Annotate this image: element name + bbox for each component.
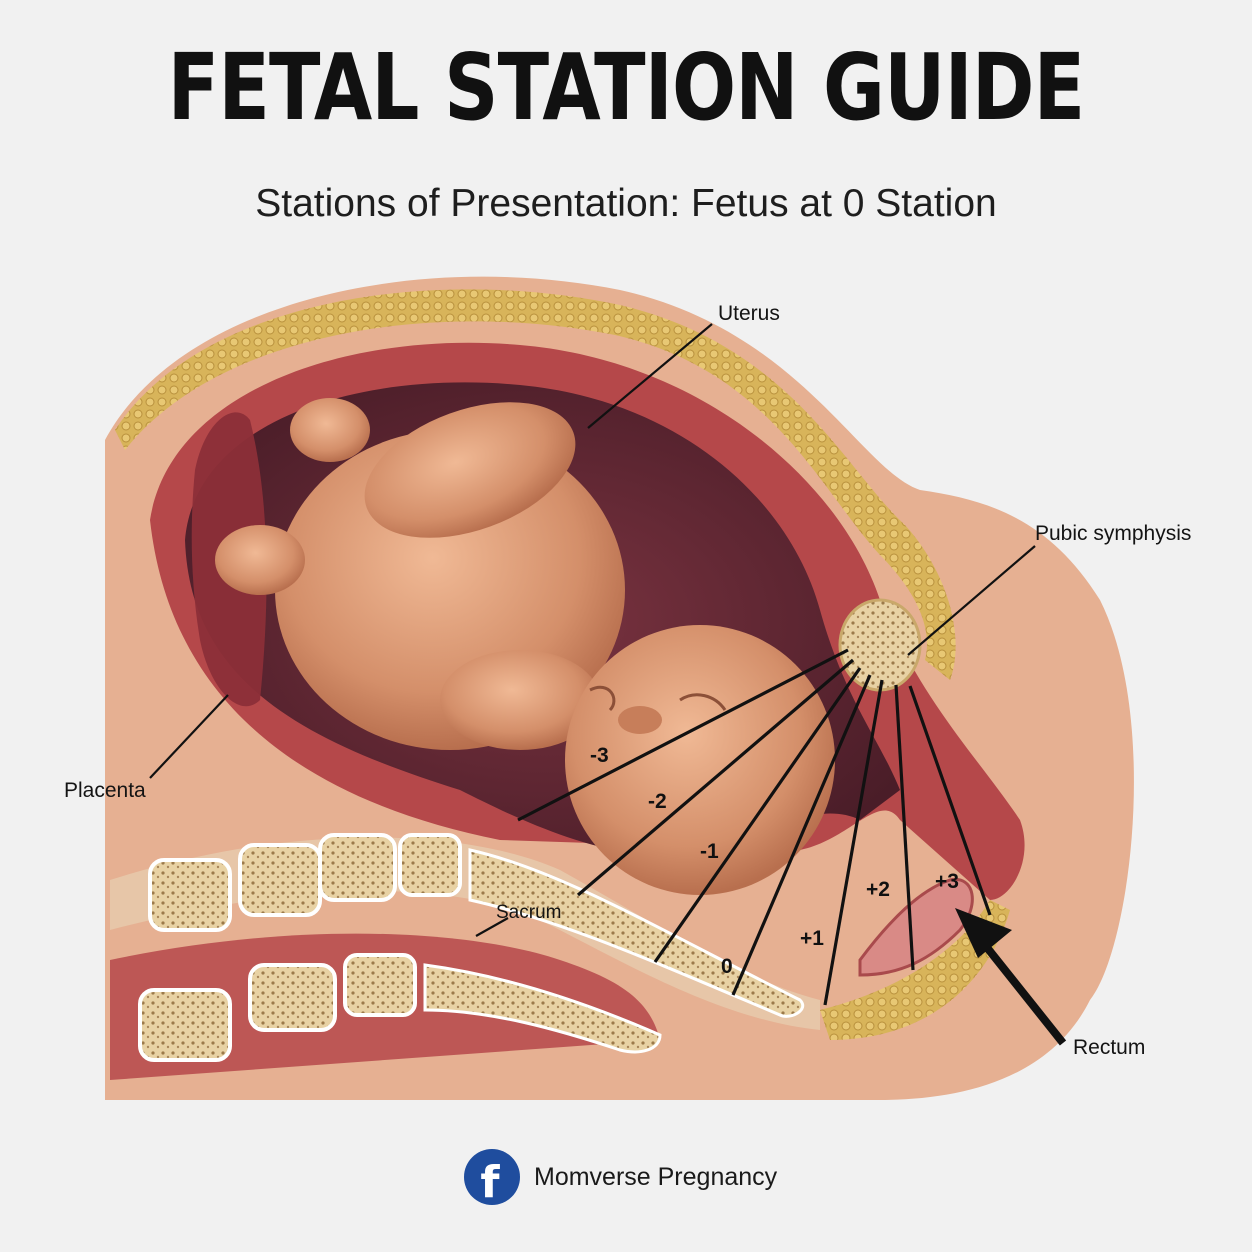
label-placenta: Placenta [64, 779, 146, 802]
page-title: FETAL STATION GUIDE [167, 34, 1086, 141]
lower-vertebrae [110, 933, 662, 1080]
station-label: -3 [590, 744, 609, 767]
label-uterus: Uterus [718, 302, 780, 325]
rectum [858, 878, 974, 977]
label-pubic-symphysis: Pubic symphysis [1035, 522, 1191, 545]
label-sacrum: Sacrum [496, 902, 561, 923]
page-subtitle: Stations of Presentation: Fetus at 0 Sta… [255, 182, 997, 225]
station-lines [517, 648, 992, 1006]
station-label: -2 [648, 790, 667, 813]
brand-name: Momverse Pregnancy [534, 1162, 778, 1191]
station-label: +3 [935, 870, 959, 893]
fat-layer [115, 289, 956, 680]
station-label: +2 [866, 878, 890, 901]
station-label: +1 [800, 927, 824, 950]
label-rectum: Rectum [1073, 1036, 1145, 1059]
leader-lines [149, 323, 1036, 937]
pubic-symphysis [838, 598, 922, 692]
rectum-arrow [955, 908, 1067, 1046]
footer-brand[interactable]: f Momverse Pregnancy [464, 1148, 777, 1206]
spine [110, 833, 820, 1030]
facebook-icon: f [464, 1149, 520, 1205]
station-label: -1 [700, 840, 719, 863]
station-label: 0 [721, 955, 733, 978]
pelvic-floor [820, 900, 1010, 1040]
